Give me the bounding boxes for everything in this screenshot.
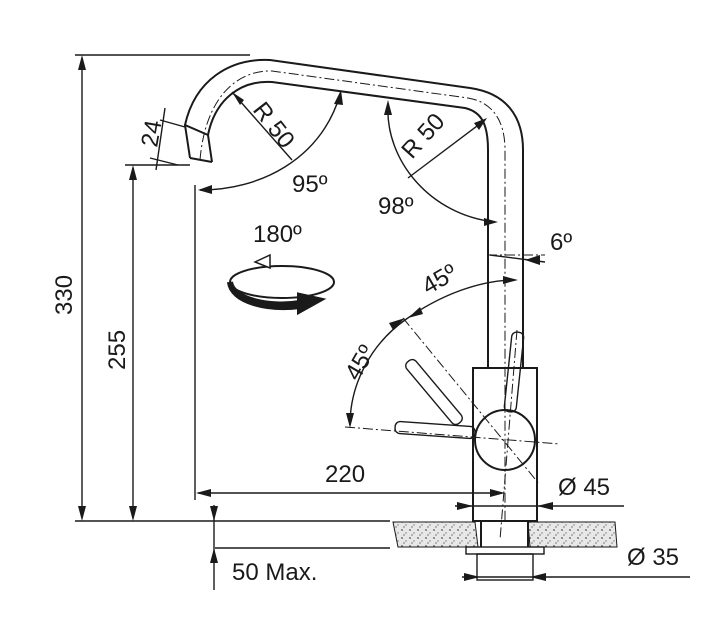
angle-95-label: 95º xyxy=(292,171,328,198)
countertop xyxy=(392,521,618,581)
lever-90 xyxy=(394,420,476,440)
dim-diameter-45-label: Ø 45 xyxy=(558,474,610,501)
spout xyxy=(183,58,524,520)
dim-255-label: 255 xyxy=(104,330,131,370)
radius-right-label: R 50 xyxy=(396,108,450,164)
dimension-diameter-45: Ø 45 xyxy=(455,474,624,510)
radius-right: R 50 98º xyxy=(378,100,498,226)
rotation-180-label: 180º xyxy=(253,221,302,248)
angle-6-label: 6º xyxy=(550,229,572,256)
dim-220-label: 220 xyxy=(325,461,365,488)
dimension-diameter-35: Ø 35 xyxy=(462,544,690,581)
lever-upright xyxy=(503,331,525,413)
lever-45 xyxy=(405,358,463,426)
dim-330-label: 330 xyxy=(51,275,78,315)
faucet-body xyxy=(394,329,538,541)
tilt-6: 6º xyxy=(487,229,572,265)
lever-angle-dimensions: 45º 45º xyxy=(340,259,561,486)
dimension-50-max: 50 Max. xyxy=(210,505,317,590)
lever-lower-45-label: 45º xyxy=(340,341,381,385)
dimension-255: 255 xyxy=(104,165,137,521)
extension-lines xyxy=(75,54,390,549)
radius-left-label: R 50 xyxy=(247,97,299,154)
rotation-arrow-icon: 180º xyxy=(227,221,335,316)
angle-98-label: 98º xyxy=(378,193,414,220)
dim-50-max-label: 50 Max. xyxy=(232,559,317,586)
dimension-24: 24 xyxy=(136,107,186,171)
dimension-220: 220 xyxy=(196,461,505,497)
dim-diameter-35-label: Ø 35 xyxy=(627,544,679,571)
lever-upper-45-label: 45º xyxy=(418,259,462,300)
dimension-330: 330 xyxy=(51,55,86,521)
dim-24-label: 24 xyxy=(136,118,167,149)
